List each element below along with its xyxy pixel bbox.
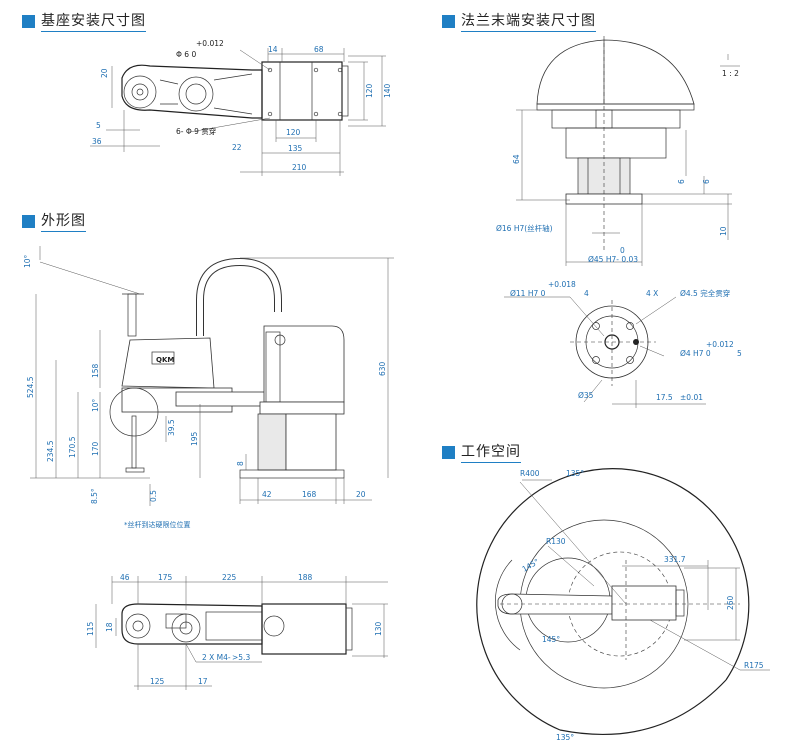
dim-phi6: Φ 6 0 bbox=[176, 50, 196, 59]
dim-20: 20 bbox=[100, 68, 109, 78]
ws-dim-135b: 135° bbox=[556, 733, 574, 742]
flange-dim-tol001: ±0.01 bbox=[680, 393, 703, 402]
flange-dim-shaft: Ø16 H7(丝杆轴) bbox=[496, 223, 553, 233]
top-dim-53: >5.3 bbox=[232, 653, 250, 662]
ws-dim-135a: 135° bbox=[566, 469, 584, 478]
top-dim-175: 175 bbox=[158, 573, 173, 582]
dim-22: 22 bbox=[232, 143, 242, 152]
outline-dim-8: 8 bbox=[236, 461, 245, 466]
flange-dim-35: Ø35 bbox=[578, 391, 594, 400]
top-dim-188: 188 bbox=[298, 573, 313, 582]
workspace-drawing: R400 135° R130 331.7 145° 260 145° R175 … bbox=[476, 468, 770, 742]
section-marker bbox=[442, 14, 455, 28]
flange-dim-tol11: +0.018 bbox=[548, 280, 576, 289]
robot-logo: QKM bbox=[156, 356, 174, 364]
section-header-flange: 法兰末端安装尺寸图 bbox=[442, 10, 596, 32]
outline-dim-170: 170 bbox=[91, 441, 100, 456]
section-marker bbox=[22, 214, 35, 228]
section-marker bbox=[22, 14, 35, 28]
outline-dim-1705: 170.5 bbox=[68, 436, 77, 458]
dim-120h: 120 bbox=[286, 128, 301, 137]
section-marker bbox=[442, 445, 455, 459]
flange-scale: 1 : 2 bbox=[722, 69, 739, 78]
dim-36: 36 bbox=[92, 137, 102, 146]
section-header-workspace: 工作空间 bbox=[442, 441, 521, 463]
top-dim-18: 18 bbox=[105, 622, 114, 632]
ws-dim-r175: R175 bbox=[744, 661, 764, 670]
top-dim-17: 17 bbox=[198, 677, 208, 686]
outline-dim-10deg: 10° bbox=[23, 254, 32, 268]
flange-dim-175: 17.5 bbox=[656, 393, 673, 402]
outline-dim-42: 42 bbox=[262, 490, 272, 499]
flange-dim-10: 10 bbox=[719, 226, 728, 236]
top-dim-130: 130 bbox=[374, 621, 383, 636]
flange-dim-5: 5 bbox=[737, 349, 742, 358]
section-title-flange: 法兰末端安装尺寸图 bbox=[461, 10, 596, 32]
flange-dim-11: Ø11 H7 0 bbox=[510, 289, 546, 298]
ws-dim-260: 260 bbox=[726, 595, 735, 610]
flange-dim-45hole: Ø4.5 完全贯穿 bbox=[680, 288, 730, 298]
flange-dim-6a: 6 bbox=[677, 179, 686, 184]
flange-dim-6b: 6 bbox=[702, 179, 711, 184]
top-dim-115: 115 bbox=[86, 621, 95, 636]
top-dim-m4: 2 X M4- bbox=[202, 653, 231, 662]
flange-dim-45: Ø45 H7- 0.03 bbox=[588, 255, 638, 264]
outline-dim-10deg-b: 10° bbox=[91, 398, 100, 412]
top-dim-46: 46 bbox=[120, 573, 130, 582]
dim-135: 135 bbox=[288, 144, 303, 153]
dim-68: 68 bbox=[314, 45, 324, 54]
outline-top-drawing: 46 175 225 188 18 115 130 2 X M4- >5.3 1… bbox=[86, 573, 388, 690]
ws-dim-r400: R400 bbox=[520, 469, 540, 478]
outline-dim-168: 168 bbox=[302, 490, 317, 499]
outline-dim-20: 20 bbox=[356, 490, 366, 499]
outline-footnote: *丝杆到达硬限位位置 bbox=[124, 521, 191, 529]
dim-5: 5 bbox=[96, 121, 101, 130]
outline-dim-195: 195 bbox=[190, 431, 199, 446]
outline-dim-5245: 524.5 bbox=[26, 376, 35, 398]
outline-side-drawing: QKM 10° 524.5 234.5 170.5 8.5° bbox=[23, 246, 394, 506]
top-dim-225: 225 bbox=[222, 573, 237, 582]
top-dim-125: 125 bbox=[150, 677, 165, 686]
dim-210: 210 bbox=[292, 163, 307, 172]
flange-dim-4: 4 bbox=[584, 289, 589, 298]
section-header-outline: 外形图 bbox=[22, 210, 86, 232]
dim-140: 140 bbox=[383, 83, 392, 98]
outline-dim-2345: 234.5 bbox=[46, 440, 55, 462]
flange-dim-64: 64 bbox=[512, 154, 521, 164]
ws-dim-145b: 145° bbox=[542, 635, 560, 644]
dim-120v: 120 bbox=[365, 83, 374, 98]
base-mounting-drawing: +0.012 Φ 6 0 14 68 20 120 140 5 6- Φ 9 贯… bbox=[90, 39, 392, 176]
dim-holes: 6- Φ 9 贯穿 bbox=[176, 126, 216, 136]
flange-dim-4x: 4 X bbox=[646, 289, 658, 298]
section-title-outline: 外形图 bbox=[41, 210, 86, 232]
ws-dim-3317: 331.7 bbox=[664, 555, 686, 564]
outline-dim-158: 158 bbox=[91, 363, 100, 378]
flange-dim-4h7: Ø4 H7 0 bbox=[680, 349, 711, 358]
dim-tol: +0.012 bbox=[196, 39, 224, 48]
outline-dim-05: 0.5 bbox=[149, 490, 158, 502]
section-title-base: 基座安装尺寸图 bbox=[41, 10, 146, 32]
outline-dim-85deg: 8.5° bbox=[90, 488, 99, 504]
flange-drawing: 1 : 2 64 6 6 10 Ø16 H7(丝杆轴) 0 Ø45 H7- 0.… bbox=[496, 36, 742, 408]
flange-dim-0: 0 bbox=[620, 246, 625, 255]
flange-dim-tol4: +0.012 bbox=[706, 340, 734, 349]
outline-dim-395: 39.5 bbox=[167, 419, 176, 436]
section-title-workspace: 工作空间 bbox=[461, 441, 521, 463]
section-header-base: 基座安装尺寸图 bbox=[22, 10, 146, 32]
ws-dim-r130: R130 bbox=[546, 537, 566, 546]
outline-dim-630: 630 bbox=[378, 361, 387, 376]
dim-14: 14 bbox=[268, 45, 278, 54]
